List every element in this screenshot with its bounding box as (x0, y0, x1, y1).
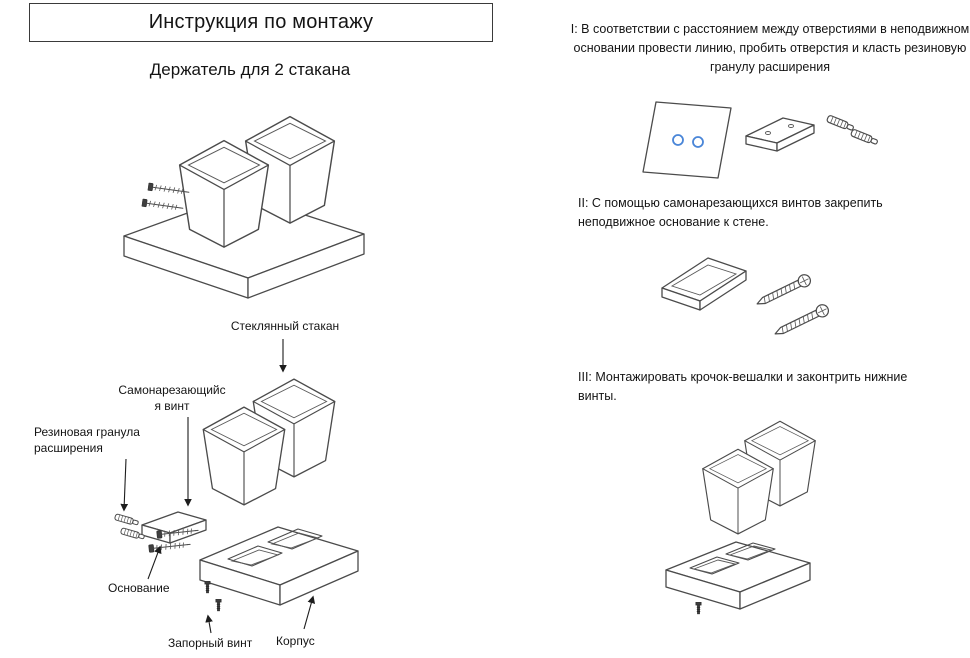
self-tapping-screw-icon (771, 302, 832, 340)
drill-hole-marker (672, 134, 684, 146)
mounting-screw-icon (141, 198, 184, 213)
assembled-holder-drawing (123, 115, 365, 299)
body-frame-drawing (665, 541, 811, 610)
exploded-drawing (113, 339, 359, 634)
label-base: Основание (108, 581, 170, 595)
step-2-illustration (661, 257, 832, 340)
drill-hole-marker (692, 136, 704, 148)
page-title: Инструкция по монтажу (29, 3, 493, 42)
callout-arrow (120, 458, 129, 512)
label-rubber-plug: Резиновая гранула расширения (34, 425, 140, 455)
wall-base-drawing (745, 117, 815, 152)
lock-screw-icon (204, 581, 211, 594)
wall-base-frame-drawing (661, 257, 747, 311)
exploded-diagram: Стеклянный стакан Самонарезающийс я винт… (20, 313, 500, 658)
rubber-plug-icon (825, 114, 856, 133)
product-subtitle: Держатель для 2 стакана (149, 60, 351, 79)
step-3-illustration (665, 420, 816, 615)
lock-screw-icon (695, 602, 702, 615)
label-lock-screw: Запорный винт (168, 636, 253, 650)
callout-arrow (303, 595, 316, 630)
label-body: Корпус (276, 634, 315, 648)
rubber-plug-icon (113, 513, 140, 527)
self-tapping-screw-icon (753, 272, 814, 310)
callout-arrow (147, 545, 162, 580)
rubber-plug-icon (119, 527, 146, 541)
step-1-illustration (642, 101, 880, 179)
body-frame-drawing (199, 526, 359, 606)
wall-plate-drawing (642, 101, 732, 179)
step-2-text: II: С помощью самонарезающихся винтов за… (578, 196, 883, 229)
label-glass-cup: Стеклянный стакан (230, 319, 340, 333)
step-1-text: I: В соответствии с расстоянием между от… (570, 22, 970, 74)
lock-screw-icon (215, 599, 222, 612)
step-3-text: III: Монтажировать крочок-вешалки и зако… (578, 370, 908, 403)
rubber-plug-icon (849, 128, 880, 147)
callout-arrow (205, 614, 213, 634)
wall-base-drawing (141, 511, 207, 544)
label-self-tapping-screw: Самонарезающийс я винт (118, 383, 226, 413)
